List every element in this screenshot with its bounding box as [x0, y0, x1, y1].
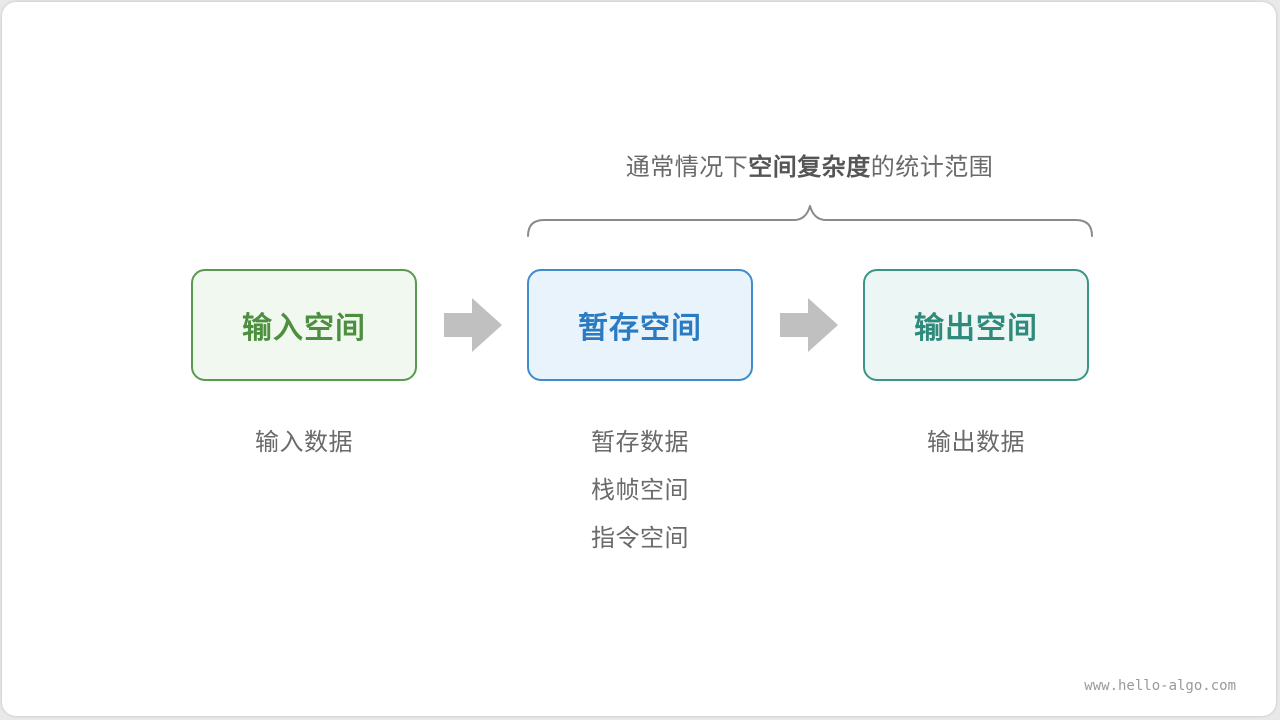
watermark: www.hello-algo.com: [1084, 678, 1236, 694]
list-item: 指令空间: [591, 524, 689, 552]
list-item: 暂存数据: [591, 428, 689, 456]
temporary-space-box: 暂存空间: [527, 269, 753, 381]
scope-label-prefix: 通常情况下: [625, 153, 749, 181]
input-space-box: 输入空间: [191, 269, 417, 381]
list-item: 输入数据: [255, 428, 353, 456]
temporary-space-title: 暂存空间: [578, 311, 702, 346]
arrow-right-icon: [780, 298, 838, 352]
output-space-title: 输出空间: [914, 311, 1038, 346]
scope-brace: [527, 205, 1093, 237]
output-space-box: 输出空间: [863, 269, 1089, 381]
input-space-title: 输入空间: [242, 311, 366, 346]
arrow-right-icon: [444, 298, 502, 352]
output-space-items: 输出数据: [863, 418, 1089, 466]
input-space-items: 输入数据: [191, 418, 417, 466]
scope-label: 通常情况下空间复杂度的统计范围: [528, 147, 1091, 182]
list-item: 输出数据: [927, 428, 1025, 456]
list-item: 栈帧空间: [591, 476, 689, 504]
scope-label-suffix: 的统计范围: [870, 153, 994, 181]
scope-label-emphasis: 空间复杂度: [748, 153, 871, 181]
temporary-space-items: 暂存数据 栈帧空间 指令空间: [527, 418, 753, 562]
